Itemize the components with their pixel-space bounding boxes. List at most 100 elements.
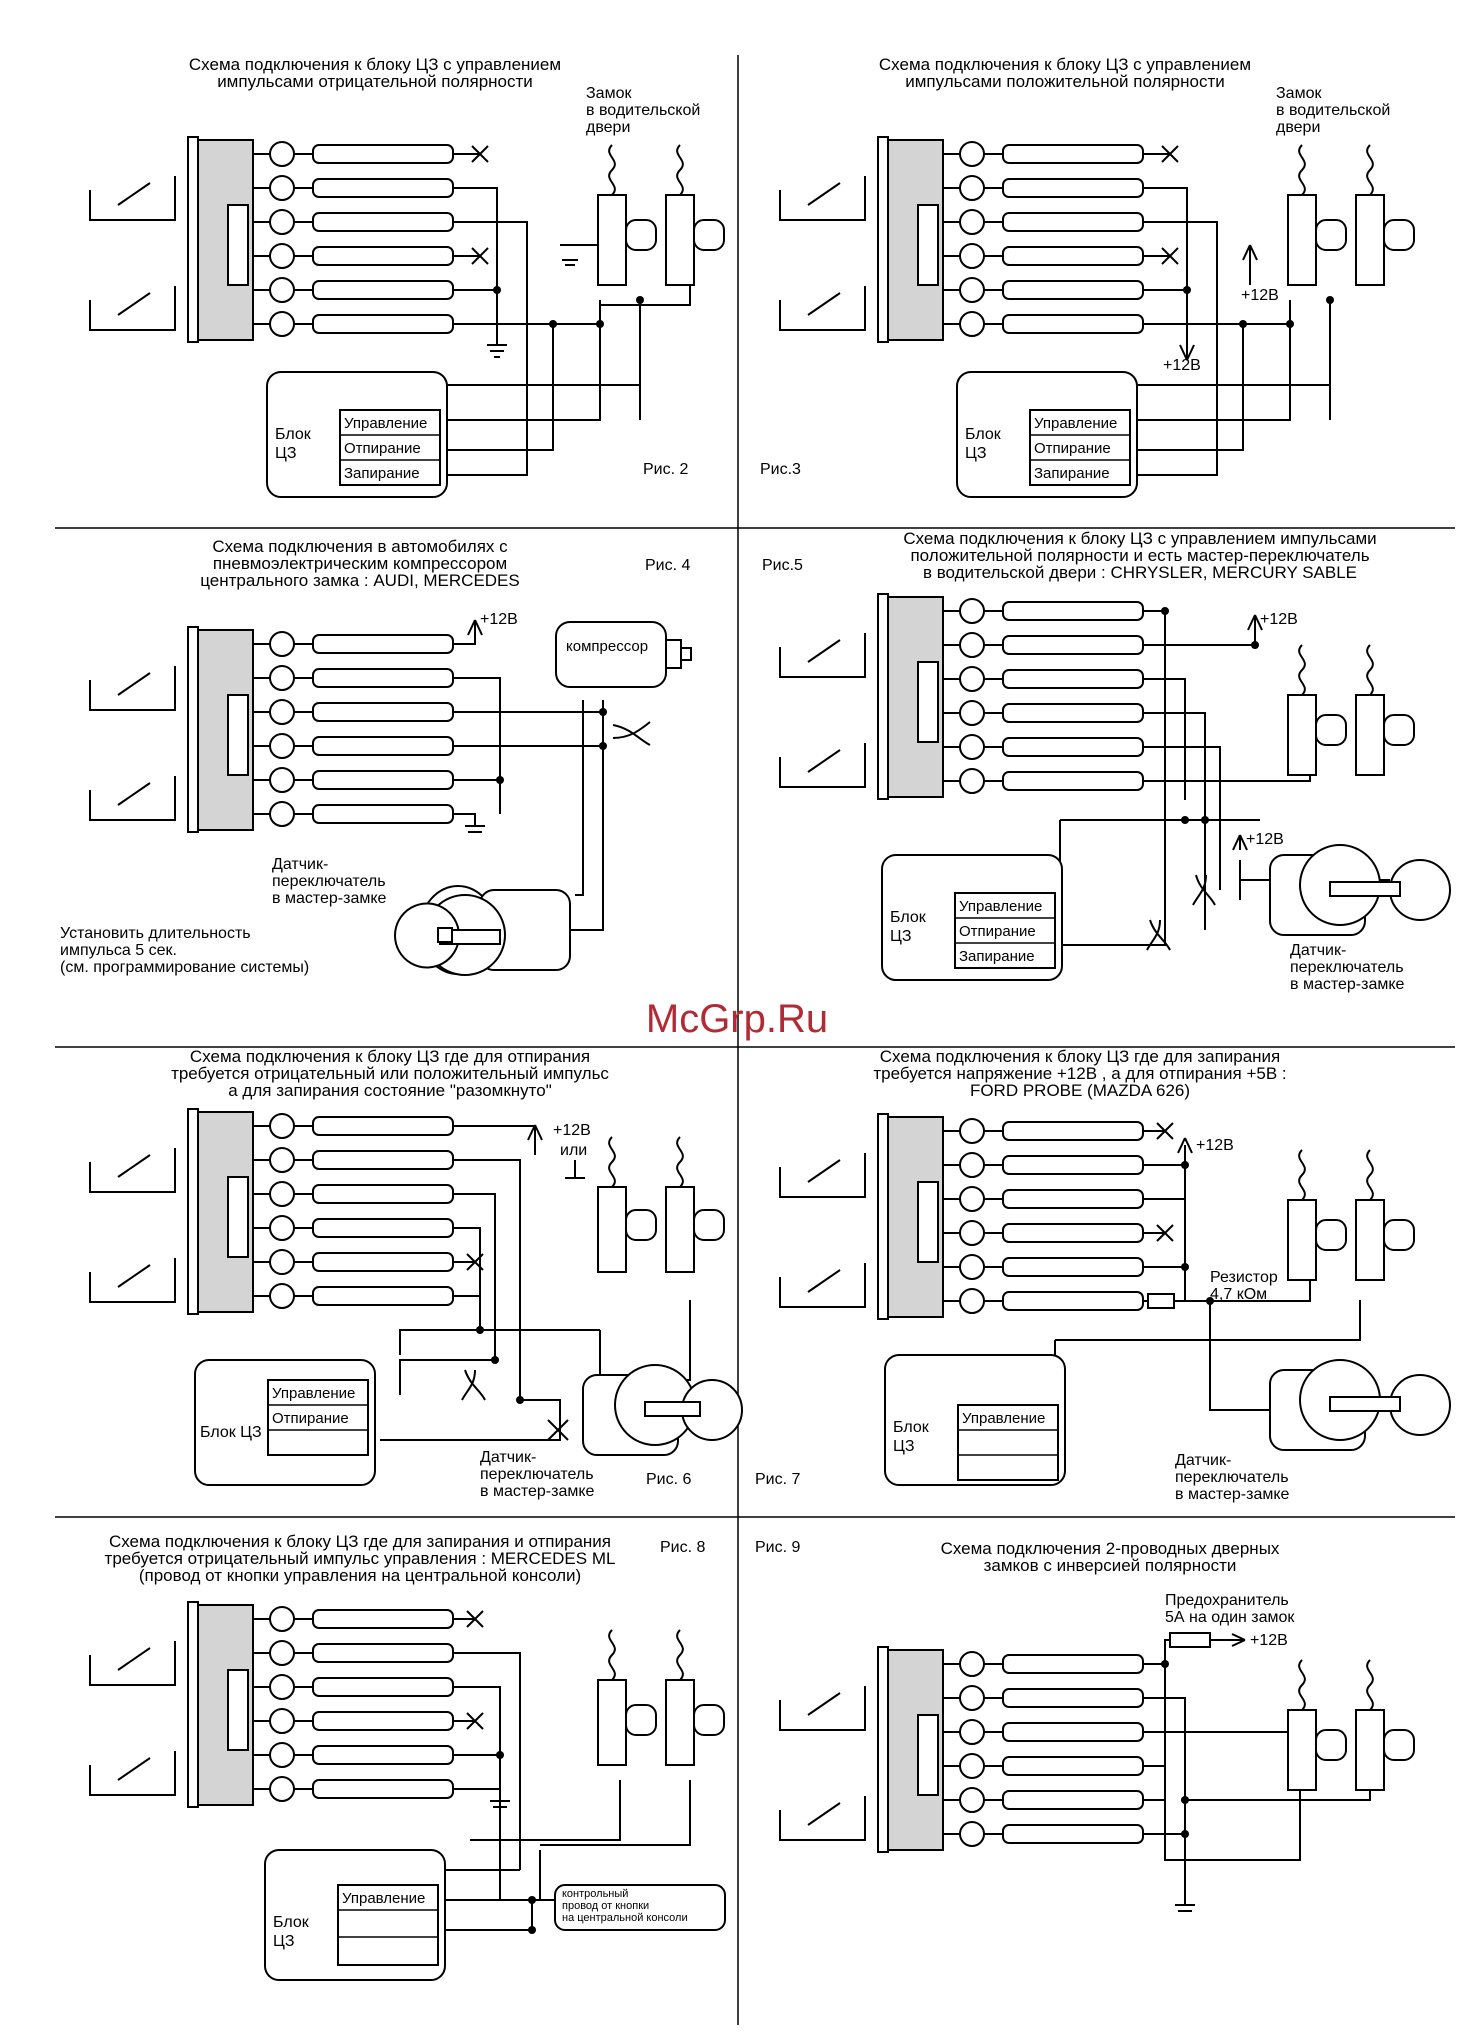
fig2-title-line2: импульсами отрицательной полярности (217, 72, 533, 91)
fig6-figure-label: Рис. 6 (646, 1471, 692, 1488)
panel-fig9: Рис. 9 Схема подключения 2-проводных две… (755, 1539, 1415, 1912)
fig3-plus12-a: +12В (1241, 287, 1279, 304)
fig2-lock-note-1: Замок (586, 85, 632, 102)
fig4-connector (89, 626, 454, 833)
fig7-title-line3: FORD PROBE (MAZDA 626) (970, 1081, 1190, 1100)
fig3-title-line2: импульсами положительной полярности (905, 72, 1225, 91)
fig6-supply-alt: или (560, 1142, 587, 1159)
fig4-sensor-line2: переключатель (272, 873, 386, 890)
fig3-lock-note-2: в водительской (1276, 102, 1390, 119)
fig4-note-line2: импульса 5 сек. (60, 942, 177, 959)
fig5-title-line2: положительной полярности и есть мастер-п… (910, 546, 1369, 565)
fig5-sensor-line1: Датчик- (1290, 942, 1346, 959)
fig3-block-label-2: ЦЗ (965, 445, 987, 462)
fig2-lock-note-3: двери (586, 119, 630, 136)
fig4-compressor-label: компрессор (566, 638, 648, 655)
fig3-block-label-1: Блок (965, 426, 1002, 443)
fig8-console-label: контрольный провод от кнопки на централь… (554, 1884, 726, 1931)
fig9-figure-label: Рис. 9 (755, 1539, 801, 1556)
panel-fig6: Схема подключения к блоку ЦЗ где для отп… (89, 1047, 743, 1500)
panel-grid (55, 55, 1455, 2025)
fig5-control-label: Управление (959, 898, 1042, 915)
fig5-door-locks (1287, 644, 1415, 776)
fig2-block-label-1: Блок (275, 426, 312, 443)
fig8-control-label: Управление (342, 1890, 425, 1907)
fig7-sensor-line3: в мастер-замке (1175, 1486, 1290, 1503)
fig8-block-label-2: ЦЗ (273, 1933, 295, 1950)
fig4-compressor: компрессор (555, 621, 692, 688)
fig6-title-line1: Схема подключения к блоку ЦЗ где для отп… (190, 1047, 590, 1066)
fig8-title-line2: требуется отрицательный импульс управлен… (105, 1549, 616, 1568)
fig6-unlock-label: Отпирание (272, 1410, 349, 1427)
fig8-connector (89, 1601, 454, 1808)
fig4-title-line2: пневмоэлектрическим компрессором (213, 554, 507, 573)
fig6-sensor-line1: Датчик- (480, 1449, 536, 1466)
fig3-cz-block: Блок ЦЗ Управление Отпирание Запирание (956, 371, 1138, 498)
panel-fig4: Схема подключения в автомобилях с пневмо… (60, 537, 692, 976)
fig9-title-line1: Схема подключения 2-проводных дверных (941, 1539, 1280, 1558)
fig6-title-line2: требуется отрицательный или положительны… (171, 1064, 609, 1083)
fig3-lock-label: Запирание (1034, 465, 1110, 482)
fig4-title-line1: Схема подключения в автомобилях с (212, 537, 508, 556)
fig7-title-line2: требуется напряжение +12В , а для отпира… (873, 1064, 1286, 1083)
fig5-title-line1: Схема подключения к блоку ЦЗ с управлени… (903, 529, 1376, 548)
fig8-block-label-1: Блок (273, 1914, 310, 1931)
fig7-plus12: +12В (1196, 1137, 1234, 1154)
fig3-connector (779, 136, 1144, 343)
fig5-lock-label: Запирание (959, 948, 1035, 965)
fig7-resistor-line1: Резистор (1210, 1269, 1278, 1286)
fig2-cz-block: Блок ЦЗ Управление Отпирание Запирание (266, 371, 448, 498)
fig2-connector (89, 136, 454, 343)
panel-fig5: Схема подключения к блоку ЦЗ с управлени… (762, 529, 1451, 993)
fig2-door-locks (597, 144, 725, 286)
fig3-door-locks (1287, 144, 1415, 286)
fig6-wires: +12В или (380, 1122, 691, 1441)
fig3-plus12-b: +12В (1163, 357, 1201, 374)
fig7-resistor-line2: 4,7 кОм (1210, 1286, 1267, 1303)
fig2-figure-label: Рис. 2 (643, 461, 689, 478)
fig7-door-locks (1287, 1149, 1415, 1281)
fig7-title-line1: Схема подключения к блоку ЦЗ где для зап… (880, 1047, 1281, 1066)
fig9-connector (779, 1646, 1144, 1853)
panel-fig7: Схема подключения к блоку ЦЗ где для зап… (755, 1047, 1451, 1503)
fig9-door-locks (1287, 1659, 1415, 1791)
fig2-unlock-label: Отпирание (344, 440, 421, 457)
fig3-unlock-label: Отпирание (1034, 440, 1111, 457)
panel-fig8: Схема подключения к блоку ЦЗ где для зап… (89, 1532, 726, 1981)
fig2-control-label: Управление (344, 415, 427, 432)
fig2-lock-note-2: в водительской (586, 102, 700, 119)
fig6-sensor-line2: переключатель (480, 1466, 594, 1483)
fig5-sensor-line2: переключатель (1290, 959, 1404, 976)
fig4-note-line3: (см. программирование системы) (60, 959, 309, 976)
fig6-block-label: Блок ЦЗ (200, 1424, 262, 1441)
fig6-door-locks (597, 1136, 725, 1273)
fig4-plus12: +12В (480, 611, 518, 628)
panel-fig3: Схема подключения к блоку ЦЗ с управлени… (760, 55, 1415, 498)
fig8-console-line2: провод от кнопки (562, 1900, 649, 1912)
fig8-console-line1: контрольный (562, 1888, 628, 1900)
fig5-figure-label: Рис.5 (762, 557, 803, 574)
fig6-control-label: Управление (272, 1385, 355, 1402)
fig8-title-line1: Схема подключения к блоку ЦЗ где для зап… (109, 1532, 611, 1551)
fig4-figure-label: Рис. 4 (645, 557, 691, 574)
fig7-sensor-line1: Датчик- (1175, 1452, 1231, 1469)
fig9-title-line2: замков с инверсией полярности (984, 1556, 1237, 1575)
fig8-figure-label: Рис. 8 (660, 1539, 706, 1556)
fig7-master-lock: Датчик- переключатель в мастер-замке (1175, 1359, 1451, 1503)
fig5-block-label-2: ЦЗ (890, 928, 912, 945)
fig5-master-lock: Датчик- переключатель в мастер-замке (1269, 844, 1451, 993)
fig9-wires: +12В (1143, 1632, 1371, 1912)
fig3-lock-note-1: Замок (1276, 85, 1322, 102)
fig4-wires: +12В (453, 611, 651, 931)
fig2-title-line1: Схема подключения к блоку ЦЗ с управлени… (189, 55, 561, 74)
fig5-title-line3: в водительской двери : CHRYSLER, MERCURY… (923, 563, 1357, 582)
fig3-control-label: Управление (1034, 415, 1117, 432)
fig5-block-label-1: Блок (890, 909, 927, 926)
fig2-lock-label: Запирание (344, 465, 420, 482)
fig8-wires (430, 1610, 691, 1934)
fig7-sensor-line2: переключатель (1175, 1469, 1289, 1486)
fig6-master-lock: Датчик- переключатель в мастер-замке (480, 1364, 743, 1500)
fig9-fuse-line2: 5А на один замок (1165, 1609, 1295, 1626)
fig6-sensor-line3: в мастер-замке (480, 1483, 595, 1500)
